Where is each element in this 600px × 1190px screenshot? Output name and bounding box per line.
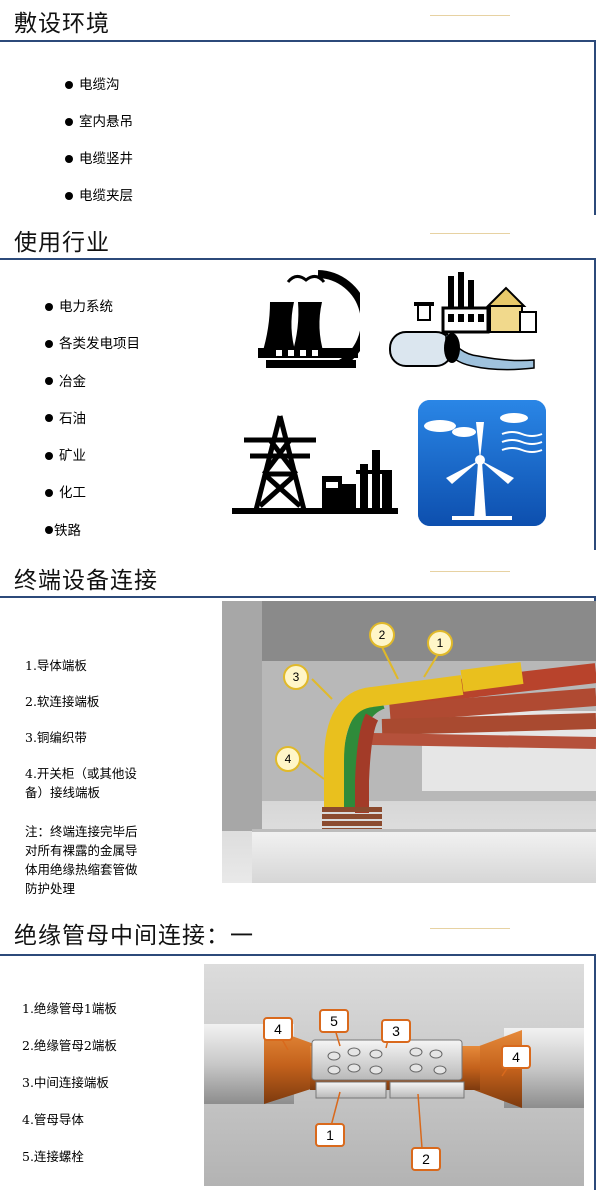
callout-marker: 4 [501, 1045, 531, 1069]
list-item: 电缆竖井 [65, 147, 133, 184]
list-item: 1.导体端板 [25, 658, 87, 673]
callout-marker: 3 [381, 1019, 411, 1043]
callout-label: 2 [422, 1151, 430, 1167]
laying-list: 电缆沟 室内悬吊 电缆竖井 电缆夹层 [65, 73, 133, 221]
callout-marker: 1 [427, 630, 453, 656]
title-decoration-line [430, 15, 510, 16]
list-item: 3.中间连接端板 [22, 1075, 109, 1090]
list-item: 铁路 [45, 519, 140, 556]
list-item: 各类发电项目 [45, 332, 140, 369]
callout-label: 4 [512, 1049, 520, 1065]
callout-label: 5 [330, 1013, 338, 1029]
callout-label: 1 [437, 636, 444, 650]
section-title: 使用行业 [14, 230, 110, 256]
callout-marker: 3 [283, 664, 309, 690]
hydro-industry-icon [388, 268, 540, 376]
section-industries: 使用行业 电力系统 各类发电项目 冶金 石油 矿业 化工 铁路 [0, 220, 600, 550]
callout-label: 4 [274, 1021, 282, 1037]
power-plant-icon [248, 268, 360, 376]
section-laying-environment: 敷设环境 电缆沟 室内悬吊 电缆竖井 电缆夹层 [0, 0, 600, 215]
callout-marker: 2 [369, 622, 395, 648]
list-item: 备）接线端板 [25, 785, 101, 800]
section-frame [0, 954, 596, 1190]
list-item: 石油 [45, 407, 140, 444]
list-item: 1.绝缘管母1端板 [22, 1001, 117, 1016]
list-item: 电缆夹层 [65, 184, 133, 221]
list-item: 矿业 [45, 444, 140, 481]
note-line: 防护处理 [25, 881, 76, 896]
list-item: 4.开关柜（或其他设 [25, 766, 137, 781]
section-title: 终端设备连接 [14, 568, 158, 594]
section-title: 敷设环境 [14, 11, 110, 37]
list-item: 5.连接螺栓 [22, 1149, 84, 1164]
list-item: 3.铜编织带 [25, 730, 87, 745]
note-line: 体用绝缘热缩套管做 [25, 862, 138, 877]
callout-marker: 4 [263, 1017, 293, 1041]
callout-label: 4 [285, 752, 292, 766]
callout-label: 3 [392, 1023, 400, 1039]
section-title: 绝缘管母中间连接：一 [14, 923, 254, 949]
list-item: 冶金 [45, 370, 140, 407]
terminal-connection-photo: 2 1 3 4 [222, 601, 596, 883]
title-decoration-line [430, 928, 510, 929]
callout-marker: 4 [275, 746, 301, 772]
callout-label: 3 [293, 670, 300, 684]
title-decoration-line [430, 233, 510, 234]
transmission-tower-icon [230, 410, 400, 520]
busbar-joint-diagram: 4 5 3 4 1 2 [204, 964, 584, 1186]
list-item: 2.绝缘管母2端板 [22, 1038, 117, 1053]
list-item: 4.管母导体 [22, 1112, 84, 1127]
list-item: 2.软连接端板 [25, 694, 100, 709]
note-line: 对所有裸露的金属导 [25, 843, 138, 858]
note-line: 注：终端连接完毕后 [25, 824, 138, 839]
list-item: 室内悬吊 [65, 110, 133, 147]
callout-marker: 1 [315, 1123, 345, 1147]
callout-marker: 2 [411, 1147, 441, 1171]
wind-turbine-icon [418, 400, 546, 526]
callout-marker: 5 [319, 1009, 349, 1033]
section-frame [0, 258, 596, 550]
title-decoration-line [430, 571, 510, 572]
industry-list: 电力系统 各类发电项目 冶金 石油 矿业 化工 铁路 [45, 295, 140, 556]
list-item: 电缆沟 [65, 73, 133, 110]
list-item: 电力系统 [45, 295, 140, 332]
callout-label: 1 [326, 1127, 334, 1143]
section-busbar-joint: 绝缘管母中间连接：一 1.绝缘管母1端板 2.绝缘管母2端板 3.中间连接端板 … [0, 910, 600, 1190]
section-frame [0, 40, 596, 215]
callout-label: 2 [379, 628, 386, 642]
section-terminal-connection: 终端设备连接 1.导体端板 2.软连接端板 3.铜编织带 4.开关柜（或其他设 … [0, 555, 600, 896]
list-item: 化工 [45, 481, 140, 518]
